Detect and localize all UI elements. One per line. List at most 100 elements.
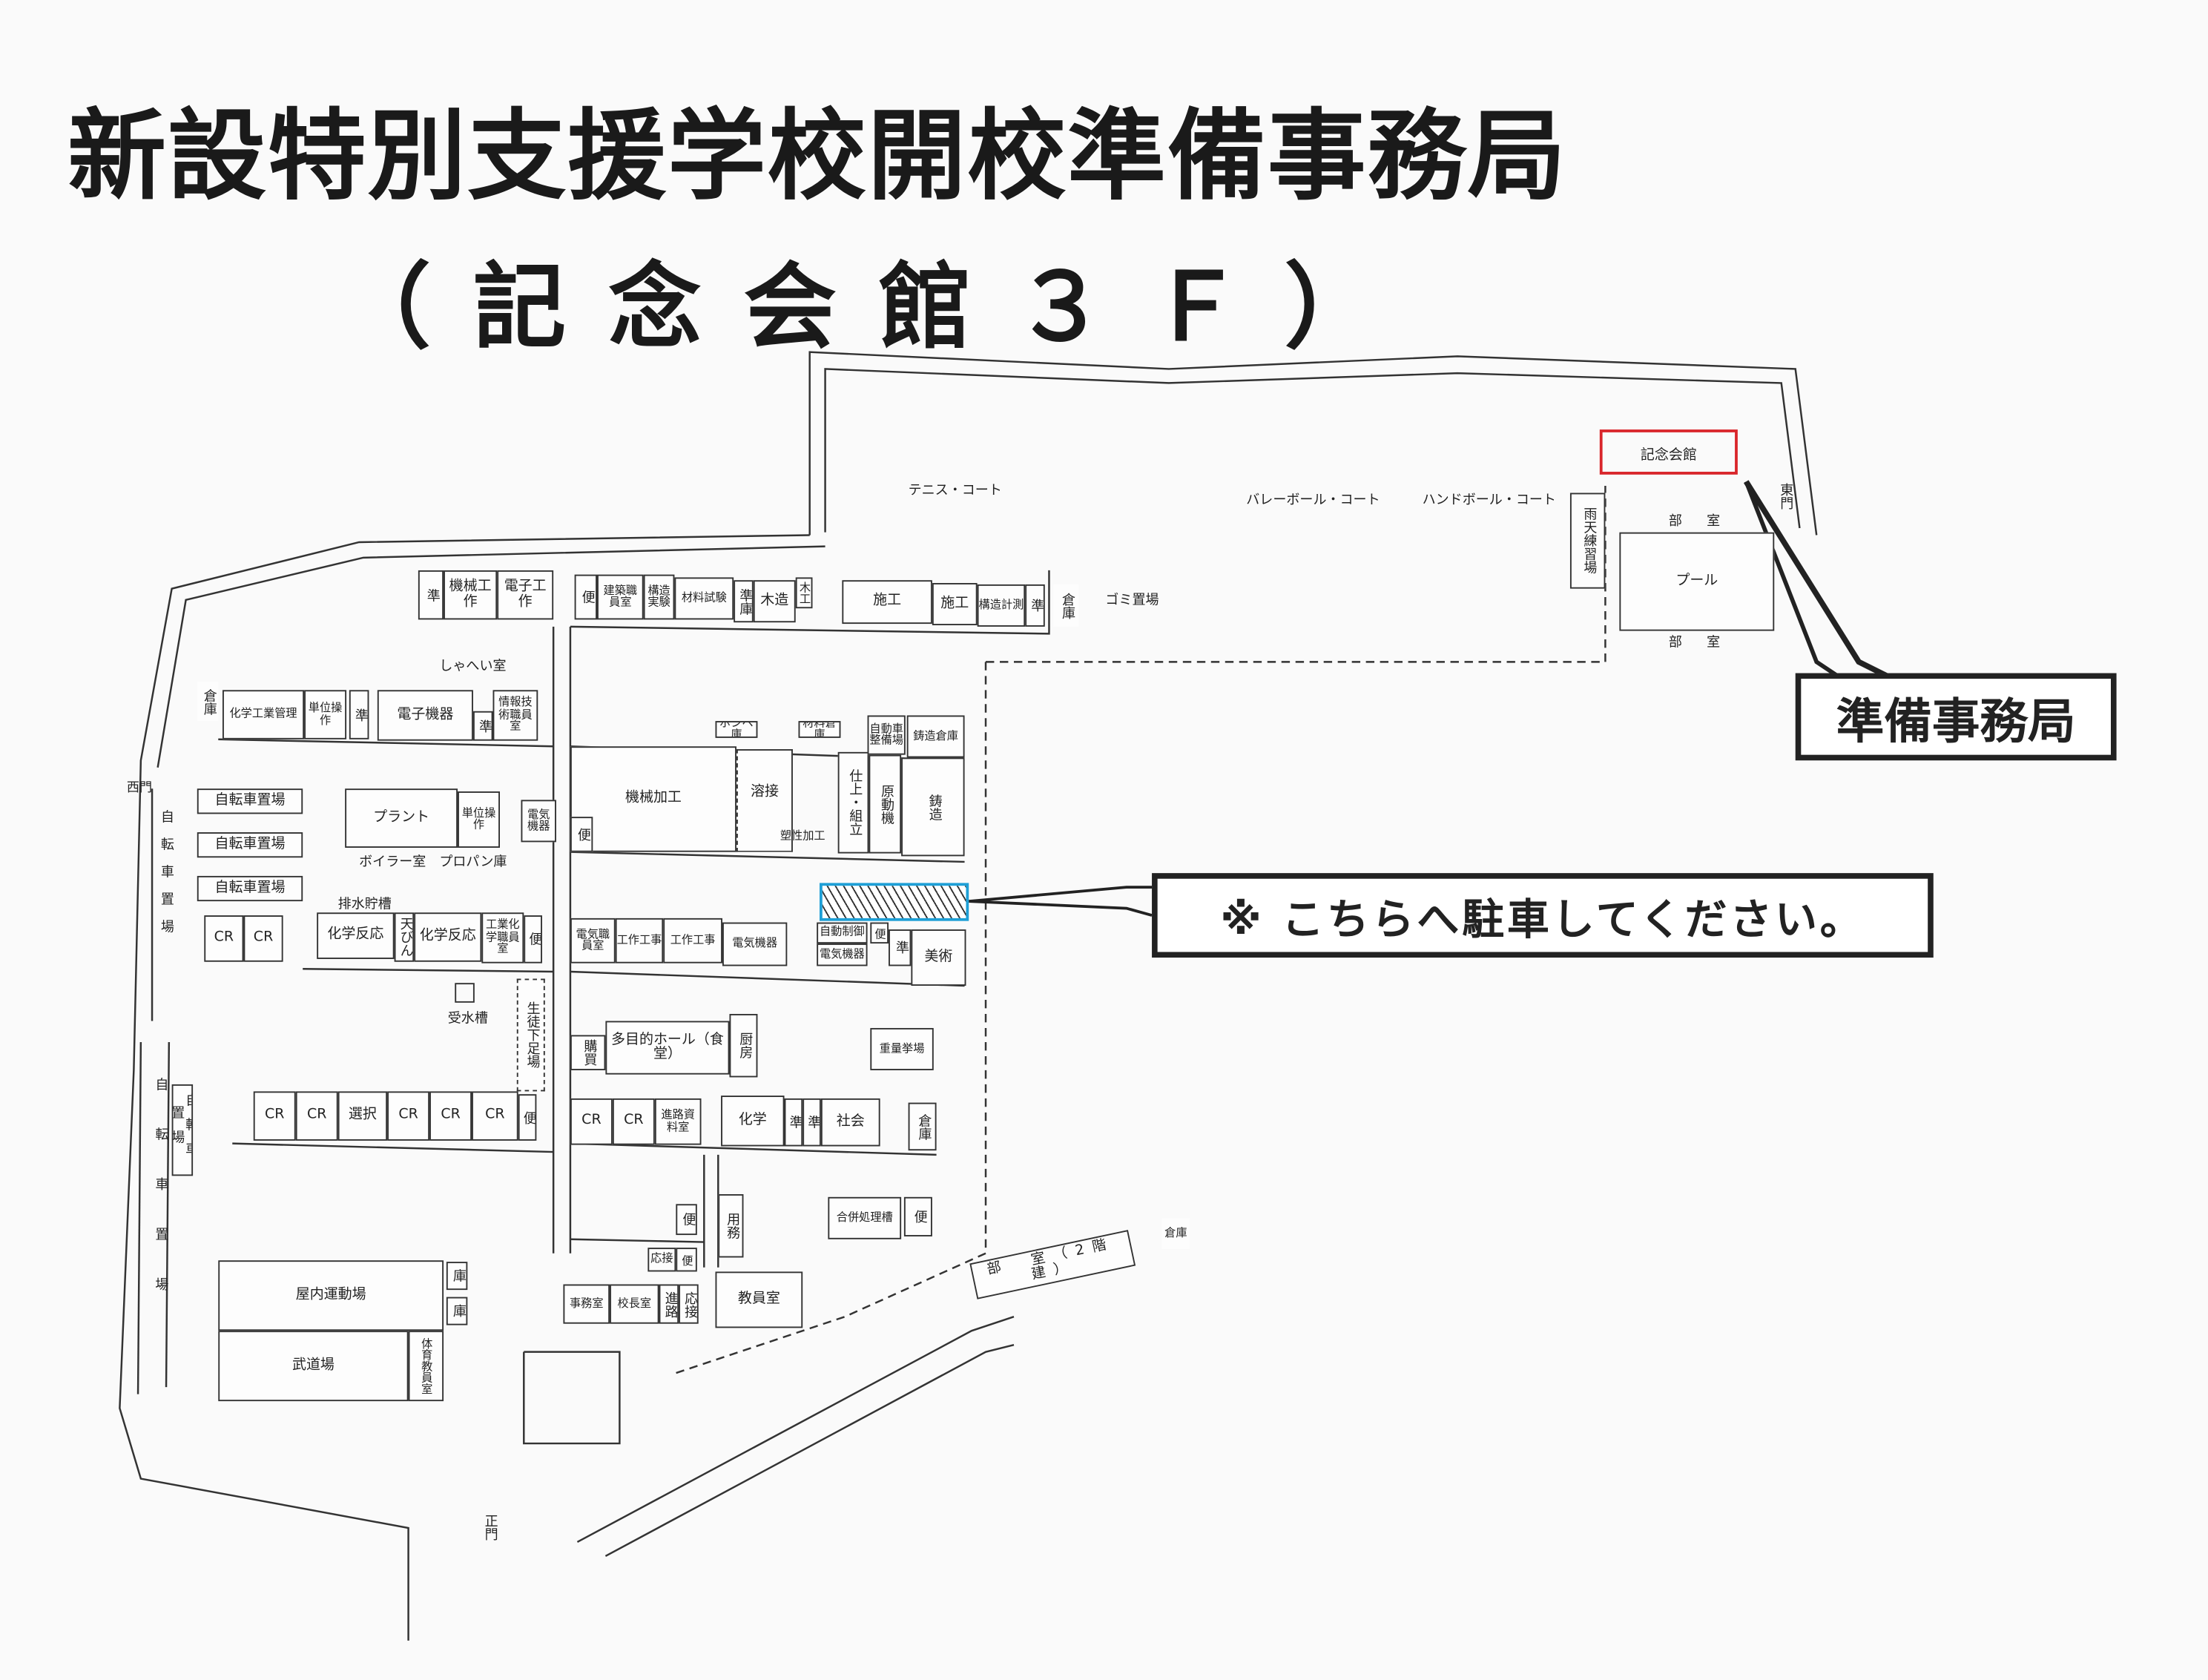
parking-area-highlight[interactable] [819, 883, 969, 921]
volleyball-court-label: バレーボール・コート [1246, 493, 1380, 509]
north-boundary-inner [824, 368, 1801, 533]
room: 進路資料室 [654, 1098, 702, 1145]
room: 施工 [842, 580, 932, 625]
room: 電気機器 [817, 943, 868, 966]
room: 庫 [446, 1297, 468, 1325]
room: 倉庫 [1053, 584, 1079, 627]
room: 自動車整備場 [867, 715, 906, 755]
room: 化学反応 [414, 912, 482, 962]
room: 機械加工 [570, 746, 736, 852]
room: 教員室 [715, 1271, 803, 1328]
room: 構造計測 [977, 584, 1026, 627]
room: 建築職員室 [597, 574, 644, 620]
room: 社会 [820, 1098, 880, 1147]
room: 工作工事 [663, 918, 722, 963]
room: 準 [472, 711, 493, 741]
office-pointer [1744, 480, 1888, 679]
classroom: CR [570, 1098, 613, 1145]
plaza [523, 1351, 621, 1445]
north-boundary-outer [808, 351, 1818, 536]
classroom: CR [429, 1091, 472, 1141]
drain-tank-label: 排水貯槽 [337, 897, 392, 913]
martial-arts-hall: 武道場 [218, 1331, 409, 1402]
room: 美術 [911, 929, 966, 986]
gymnasium: 屋内運動場 [218, 1260, 444, 1331]
room: 仕上・組立 [837, 751, 869, 854]
room: 校長室 [610, 1284, 659, 1324]
room: 便 [570, 817, 593, 852]
room: 準庫 [734, 580, 754, 623]
room: 工作工事 [615, 918, 664, 963]
room: 材料倉庫 [798, 721, 841, 738]
classroom: CR [295, 1091, 338, 1141]
west-boundary-inner [156, 545, 825, 768]
room: 便 [903, 1196, 932, 1236]
room: 天びん [394, 912, 415, 962]
water-tank-icon [455, 983, 475, 1003]
room: 自動制御 [817, 922, 868, 944]
multipurpose-hall: 多目的ホール（食堂） [605, 1021, 730, 1075]
room: 倉庫 [197, 681, 219, 722]
room: 便 [574, 574, 598, 620]
page-subtitle: （記念会館３Ｆ） [337, 253, 1420, 362]
room: 便 [676, 1204, 697, 1236]
page-title: 新設特別支援学校開校準備事務局 [67, 98, 1568, 214]
club-room-label: 部 室 [1668, 635, 1726, 651]
room: 木工 [795, 577, 813, 609]
tennis-court-label: テニス・コート [908, 483, 1002, 499]
memorial-hall-highlight[interactable]: 記念会館 [1599, 429, 1738, 475]
room: 木造 [753, 580, 796, 623]
room: 重量挙場 [870, 1027, 934, 1070]
room: 電気機器 [722, 922, 788, 966]
room: 選択 [337, 1091, 388, 1141]
classroom: CR [612, 1098, 655, 1145]
room: 準 [784, 1098, 803, 1147]
bicycle-parking-label: 自転車置場 [152, 1077, 168, 1328]
handball-court-label: ハンドボール・コート [1422, 493, 1556, 509]
room: 便 [870, 922, 889, 944]
pool: プール [1619, 532, 1775, 631]
room: 厨房 [729, 1013, 758, 1078]
bicycle-parking: 自転車置場 [171, 1084, 194, 1176]
room: 電気機器 [521, 800, 556, 843]
room: 電子機器 [377, 690, 473, 741]
room: 進路 [659, 1284, 679, 1324]
boiler-label: ボイラー室 [359, 854, 426, 871]
room: 生徒下足場 [516, 978, 545, 1092]
room: 溶接 [736, 749, 793, 852]
shielding-room-label: しゃへい室 [439, 659, 507, 675]
room: 鋳造倉庫 [906, 715, 965, 758]
room: 電気職員室 [570, 918, 616, 963]
room: プラント [345, 788, 458, 848]
west-gate-label: 西門 [126, 781, 153, 796]
room: 化学工業管理 [222, 690, 305, 739]
classroom: CR [472, 1091, 518, 1141]
room: 購買 [570, 1035, 606, 1070]
room: 準 [803, 1098, 821, 1147]
room: 鋳造 [901, 757, 965, 857]
room: 施工 [932, 583, 978, 625]
room: 便 [518, 1094, 537, 1141]
bicycle-parking-label: 自転車置場 [157, 809, 174, 947]
room: 準 [418, 570, 444, 620]
room: 化学 [721, 1096, 785, 1147]
room: 応接 [679, 1284, 699, 1324]
room: 塑性加工 [780, 829, 825, 842]
room: 材料試験 [674, 577, 734, 620]
classroom: CR [243, 915, 283, 962]
room: 用務 [718, 1194, 744, 1258]
room: 準 [349, 690, 369, 739]
parking-callout: ※ こちらへ駐車してください。 [1152, 873, 1934, 958]
room: 原動機 [869, 754, 902, 854]
room: 構造実験 [643, 574, 675, 620]
rain-practice-area: 雨天練習場 [1569, 493, 1606, 589]
room: ボンベ庫 [715, 721, 758, 738]
room: 単位操作 [458, 791, 501, 848]
bicycle-parking: 自転車置場 [197, 875, 303, 902]
classroom: CR [387, 1091, 430, 1141]
classroom: CR [253, 1091, 296, 1141]
room: 準 [889, 929, 912, 966]
room: 庫 [446, 1262, 468, 1291]
